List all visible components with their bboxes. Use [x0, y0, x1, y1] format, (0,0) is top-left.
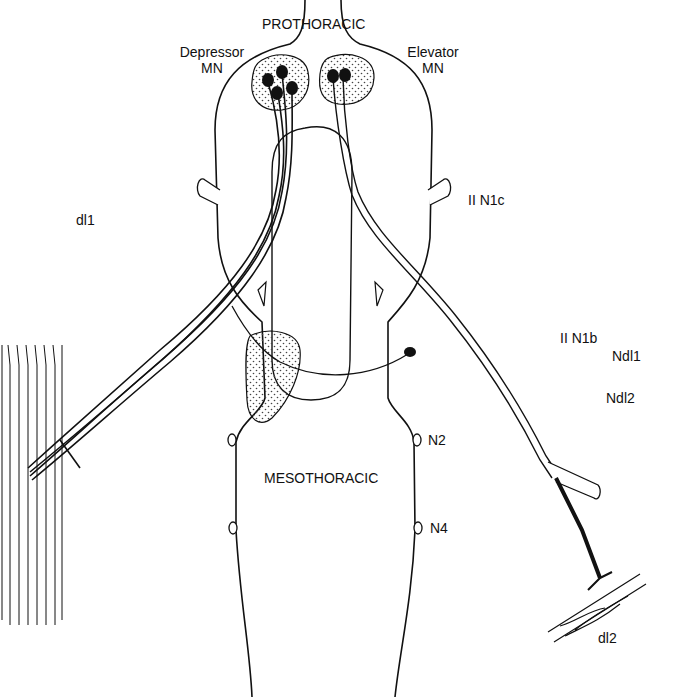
nerve-label: II N1c — [468, 192, 505, 208]
muscle-fibre — [53, 345, 55, 625]
nerve-label: Ndl1 — [612, 348, 641, 364]
dl1-muscle — [2, 345, 62, 625]
muscle-label: dl2 — [598, 630, 617, 646]
ganglion-outline — [215, 0, 432, 697]
depressor-somata — [262, 65, 298, 100]
tracheal-mark — [258, 282, 266, 306]
muscle-label: dl1 — [76, 212, 95, 228]
tracheal-mark — [375, 282, 383, 306]
muscle-fibre — [17, 345, 19, 625]
nerve-label: N4 — [430, 520, 448, 536]
interneuron-soma — [404, 347, 416, 357]
dl2-muscle — [548, 574, 646, 642]
muscle-fibre — [35, 345, 37, 625]
nerve-stub — [197, 179, 450, 534]
nerve-ndl2 — [556, 478, 600, 578]
elevator-axons — [333, 78, 558, 478]
elevator-neuropil — [320, 55, 375, 105]
nerve-label: II N1b — [560, 330, 597, 346]
nerve-ndl2-end — [588, 572, 612, 590]
interneuron-axon — [232, 306, 408, 375]
mesothoracic-neuropil — [246, 331, 300, 422]
elevator-somata — [327, 68, 351, 83]
nerve-label: N2 — [428, 432, 446, 448]
muscle-fibre — [26, 345, 28, 625]
depressor-neuropil — [252, 55, 309, 110]
neuron-label: Depressor MN — [176, 44, 248, 76]
depressor-axons — [28, 74, 292, 480]
ganglion-name: MESOTHORACIC — [264, 470, 378, 486]
ganglion-name: PROTHORACIC — [262, 16, 365, 32]
muscle-fibre — [8, 345, 10, 625]
muscle-fibre — [44, 345, 46, 625]
neuron-label: Elevator MN — [400, 44, 466, 76]
nerve-label: Ndl2 — [606, 390, 635, 406]
